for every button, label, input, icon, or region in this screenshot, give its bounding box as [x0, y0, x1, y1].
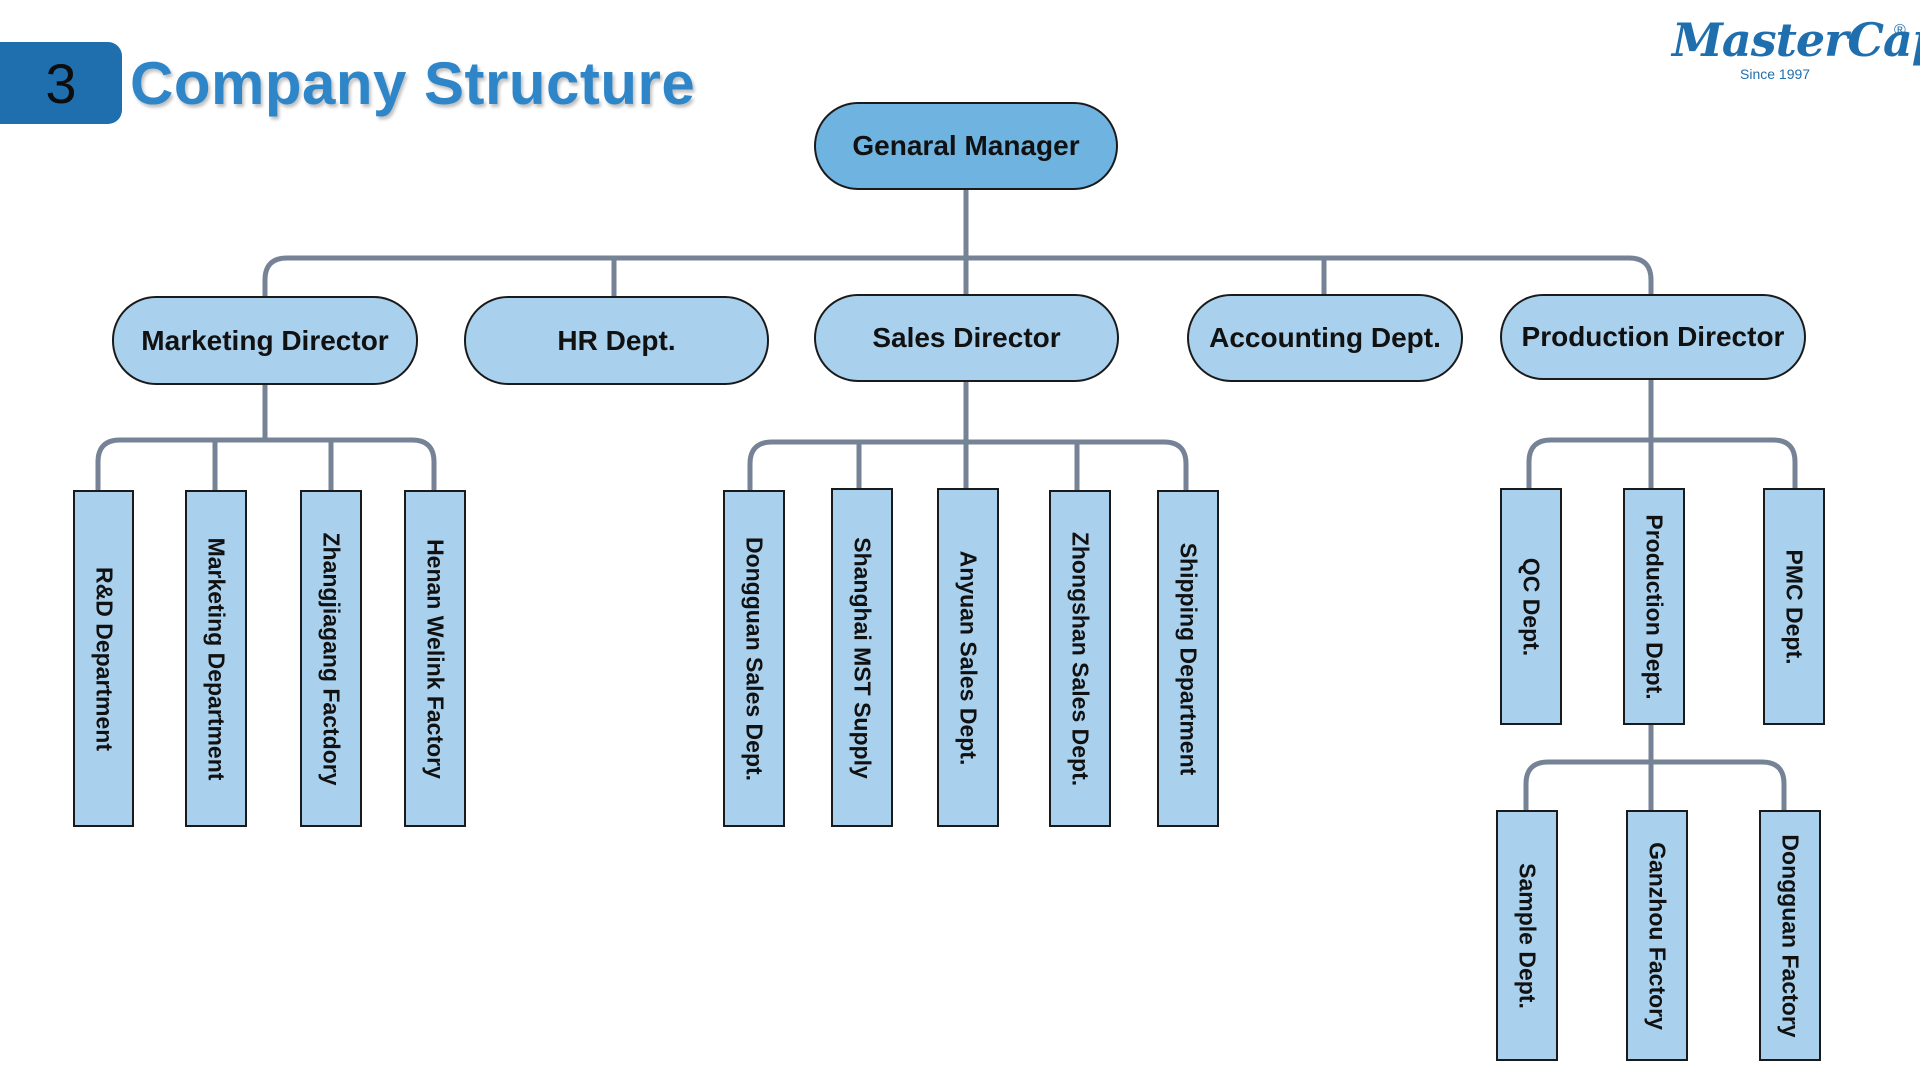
org-unit-shipping-department: Shipping Department [1157, 490, 1219, 827]
connector-marketing-bus [95, 437, 437, 493]
org-unit-dongguan-sales-dept: Dongguan Sales Dept. [723, 490, 785, 827]
org-node-general-manager: Genaral Manager [814, 102, 1118, 190]
org-unit-label: R&D Department [91, 566, 117, 751]
section-number: 3 [45, 51, 77, 115]
org-unit-sample-dept: Sample Dept. [1496, 810, 1558, 1061]
org-unit-label: Shanghai MST Supply [849, 536, 876, 779]
org-node-label: Sales Director [872, 322, 1061, 353]
org-unit-label: Shipping Department [1175, 542, 1202, 775]
logo-wordmark: MasterCap [1672, 13, 1920, 67]
org-unit-label: Marketing Department [203, 537, 230, 780]
org-node-label: Marketing Director [141, 324, 389, 356]
org-unit-pmc-dept: PMC Dept. [1763, 488, 1825, 725]
org-unit-label: Sample Dept. [1514, 862, 1541, 1009]
org-unit-qc-dept: QC Dept. [1500, 488, 1562, 725]
org-node-label: Genaral Manager [852, 130, 1080, 161]
org-node-label: Accounting Dept. [1209, 322, 1441, 353]
org-unit-production-dept: Production Dept. [1623, 488, 1685, 725]
org-unit-label: PMC Dept. [1781, 549, 1808, 664]
org-unit-henan-welink-factory: Henan Welink Factory [404, 490, 466, 827]
logo-tagline: Since 1997 [1740, 66, 1811, 82]
org-node-production-director: Production Director [1500, 294, 1806, 380]
connector-production-dept-bus [1523, 759, 1787, 813]
org-unit-marketing-department: Marketing Department [185, 490, 247, 827]
org-unit-zhangjiagang-factory: Zhangjiagang Factdory [300, 490, 362, 827]
org-unit-label: Production Dept. [1641, 513, 1668, 700]
section-number-badge: 3 [0, 42, 122, 124]
connector-sales-bus [747, 439, 1189, 493]
org-unit-dongguan-factory: Dongguan Factory [1759, 810, 1821, 1061]
org-unit-label: Dongguan Sales Dept. [741, 536, 768, 781]
org-unit-zhongshan-sales-dept: Zhongshan Sales Dept. [1049, 490, 1111, 827]
org-node-marketing-director: Marketing Director [112, 296, 418, 385]
connector-production-bus [1526, 437, 1798, 491]
org-unit-shanghai-mst-supply: Shanghai MST Supply [831, 488, 893, 827]
org-node-label: HR Dept. [557, 324, 676, 356]
page-title: Company Structure [130, 50, 696, 117]
org-unit-label: Zhangjiagang Factdory [318, 531, 345, 786]
org-unit-anyuan-sales-dept: Anyuan Sales Dept. [937, 488, 999, 827]
org-unit-label: QC Dept. [1518, 557, 1545, 656]
org-node-sales-director: Sales Director [814, 294, 1119, 382]
org-unit-label: Dongguan Factory [1777, 833, 1804, 1038]
org-unit-label: Zhongshan Sales Dept. [1067, 531, 1094, 786]
org-unit-ganzhou-factory: Ganzhou Factory [1626, 810, 1688, 1061]
org-unit-label: Anyuan Sales Dept. [955, 550, 982, 765]
org-node-label: Production Director [1521, 321, 1785, 352]
org-unit-label: Henan Welink Factory [422, 538, 449, 779]
org-unit-label: Ganzhou Factory [1644, 841, 1671, 1030]
company-logo: MasterCap ® Since 1997 [1672, 12, 1920, 92]
org-node-hr-dept: HR Dept. [464, 296, 769, 385]
org-unit-rd-department: R&D Department [73, 490, 134, 827]
connector-director-bus [262, 255, 1654, 299]
org-node-accounting-dept: Accounting Dept. [1187, 294, 1463, 382]
registered-mark: ® [1894, 22, 1906, 39]
